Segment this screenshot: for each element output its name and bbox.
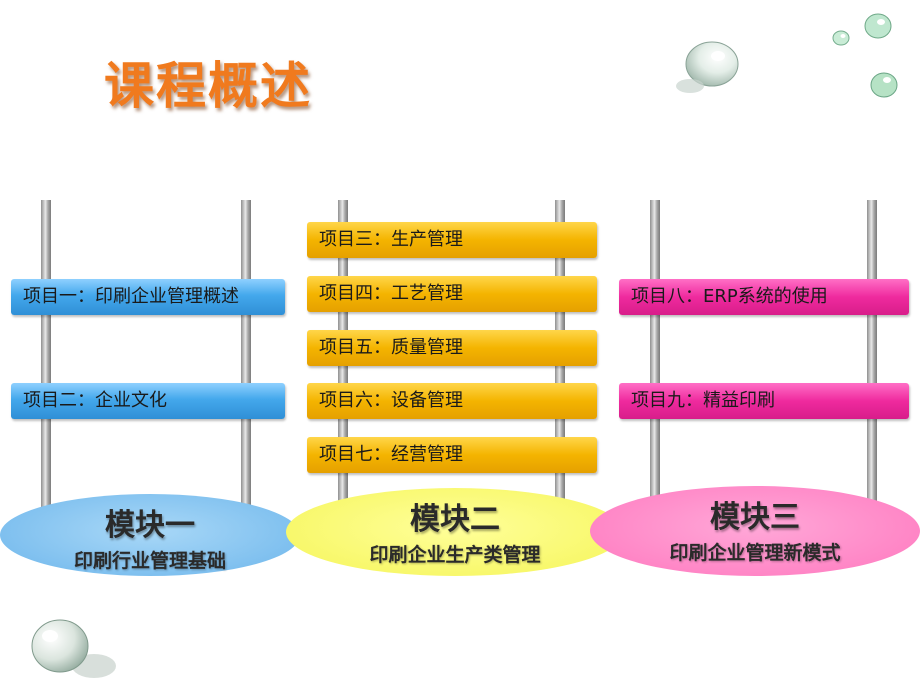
module-3-title: 模块三 [710,500,800,535]
project-item[interactable]: 项目七：经营管理 [307,437,597,473]
project-item[interactable]: 项目八：ERP系统的使用 [619,279,909,315]
project-item[interactable]: 项目二：企业文化 [11,383,285,419]
water-drop-icon [676,41,739,93]
module-1-title: 模块一 [105,508,195,543]
water-drop-icon [870,72,898,98]
project-item[interactable]: 项目六：设备管理 [307,383,597,419]
module-2-ellipse: 模块二 印刷企业生产类管理 [286,488,624,576]
ladder-pole [241,200,251,518]
page-title: 课程概述 [104,57,312,115]
project-item[interactable]: 项目一：印刷企业管理概述 [11,279,285,315]
water-drop-icon [832,30,850,46]
project-item[interactable]: 项目四：工艺管理 [307,276,597,312]
module-3-subtitle: 印刷企业管理新模式 [669,542,841,564]
module-1-ellipse: 模块一 印刷行业管理基础 [0,494,300,576]
project-item[interactable]: 项目三：生产管理 [307,222,597,258]
module-3-ellipse: 模块三 印刷企业管理新模式 [590,486,920,576]
ladder-pole [650,200,660,518]
ladder-pole [867,200,877,518]
module-2-title: 模块二 [410,502,500,537]
project-item[interactable]: 项目五：质量管理 [307,330,597,366]
project-item[interactable]: 项目九：精益印刷 [619,383,909,419]
module-1-subtitle: 印刷行业管理基础 [73,550,226,572]
ladder-pole [41,200,51,518]
water-drop-icon [864,13,892,39]
module-2-subtitle: 印刷企业生产类管理 [369,544,541,566]
water-drop-icon [31,619,116,678]
